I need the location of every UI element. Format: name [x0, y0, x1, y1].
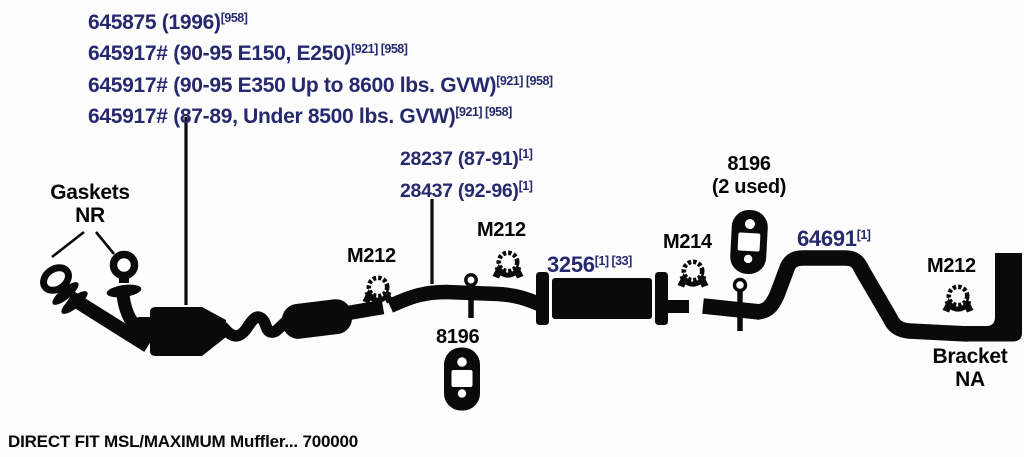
clamp-label-m212-2: M212 [477, 219, 526, 241]
muffler-part-number: 3256[1] [33] [547, 252, 632, 277]
footnote-ref: [1] [518, 179, 533, 193]
tailpipe-outlet [962, 253, 1022, 342]
part-number-line: 645917# (87-89, Under 8500 lbs. GVW)[921… [88, 105, 512, 129]
leader-line-gasket-right [94, 231, 116, 255]
rubber-hanger-bracket-icon [444, 347, 480, 411]
bracket-label: Bracket NA [932, 345, 1008, 391]
left-branch-pipe [66, 291, 152, 352]
muffler-left-cap [536, 272, 549, 325]
footnote-ref: [1] [33] [594, 254, 632, 268]
intermediate-pipe [387, 284, 542, 313]
muffler-right-cap [655, 272, 668, 325]
part-number-line: 28237 (87-91)[1] [400, 147, 533, 170]
hanger-label-8196-2used: 8196 (2 used) [711, 153, 787, 198]
exhaust-clamp-icon [677, 259, 709, 288]
part-number-line: 645917# (90-95 E350 Up to 8600 lbs. GVW)… [88, 73, 553, 97]
footnote-ref: [921] [958] [455, 105, 512, 120]
flange-gasket-icon [109, 250, 139, 280]
exhaust-clamp-icon [492, 250, 524, 279]
front-y-pipe [40, 250, 154, 352]
converter-body [150, 307, 226, 356]
zigzag-pipe [218, 311, 294, 342]
hanger-pin-ball [732, 277, 748, 293]
footer-caption: DIRECT FIT MSL/MAXIMUM Muffler... 700000 [8, 432, 358, 451]
hanger-pin-ball [464, 273, 478, 287]
muffler [536, 272, 689, 325]
clamp-label-m212-3: M212 [927, 255, 976, 277]
converter-inlet [136, 317, 152, 343]
hanger-label-8196: 8196 [436, 326, 480, 348]
catalytic-converter [136, 307, 226, 356]
gaskets-label: Gaskets NR [50, 181, 130, 227]
exhaust-clamp-icon [362, 275, 394, 304]
footnote-ref: [921] [958] [496, 73, 553, 88]
clamp-label-m212-1: M212 [347, 245, 396, 267]
leader-line-gasket-left [51, 230, 85, 259]
footnote-ref: [921] [958] [351, 42, 408, 57]
intermediate-pipe-part-numbers: 28237 (87-91)[1] 28437 (92-96)[1] [400, 141, 533, 205]
part-number-line: 645917# (90-95 E150, E250)[921] [958] [88, 42, 408, 66]
muffler-outlet-pipe [668, 300, 689, 313]
part-number-line: 28437 (92-96)[1] [400, 179, 533, 202]
over-axle-tailpipe [755, 250, 969, 342]
flange-gasket-icon [40, 264, 72, 294]
muffler-body [552, 278, 652, 319]
resonator [281, 299, 353, 339]
tailpipe-part-number: 64691[1] [797, 226, 871, 251]
clamp-label-m214: M214 [663, 231, 712, 253]
exhaust-clamp-icon [942, 284, 974, 313]
rubber-hanger-bracket-icon [730, 209, 768, 275]
resonator-outlet-pipe [346, 299, 385, 321]
part-number-list: 645875 (1996)[958] 645917# (90-95 E150, … [88, 5, 553, 131]
flange-disc [106, 284, 142, 298]
footnote-ref: [1] [856, 228, 871, 242]
flange-disc [52, 282, 79, 305]
part-number-line: 645875 (1996)[958] [88, 11, 248, 34]
footnote-ref: [1] [518, 147, 533, 161]
footnote-ref: [958] [220, 11, 248, 25]
leader-lines [51, 117, 434, 305]
tailpipe-stub [702, 298, 761, 320]
